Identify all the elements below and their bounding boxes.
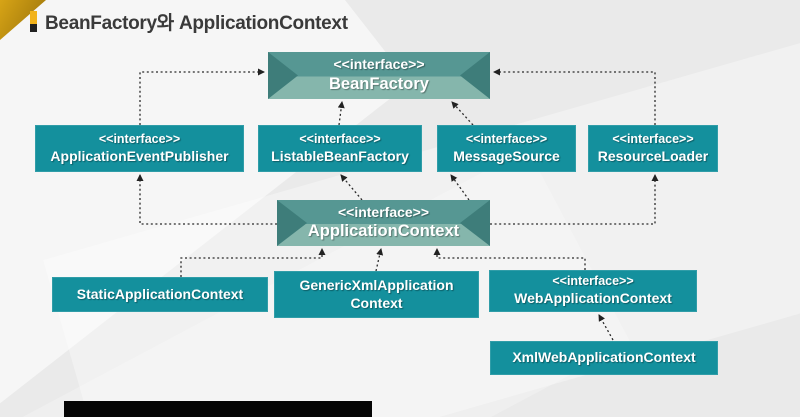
node-label: BeanFactory xyxy=(329,74,429,93)
ribbon-chevron-left xyxy=(277,200,307,246)
node-label: XmlWebApplicationContext xyxy=(512,349,696,366)
node-listable-bean-factory: <<interface>> ListableBeanFactory xyxy=(258,125,422,172)
stereotype-label: <<interface>> xyxy=(337,203,430,220)
edge-resourceloader-beanfactory xyxy=(493,68,656,125)
node-web-application-context: <<interface>> WebApplicationContext xyxy=(489,270,697,312)
slide-title-bar: BeanFactory와 ApplicationContext xyxy=(30,8,348,35)
edge-messagesource-beanfactory xyxy=(451,101,474,126)
node-label: GenericXmlApplication Context xyxy=(299,277,454,311)
node-label: WebApplicationContext xyxy=(514,290,672,307)
stereotype-label: <<interface>> xyxy=(98,131,181,146)
node-application-event-publisher: <<interface>> ApplicationEventPublisher xyxy=(35,125,244,172)
title-bullet-icon xyxy=(30,11,37,32)
stereotype-label: <<interface>> xyxy=(333,56,425,73)
ribbon-chevron-right xyxy=(460,52,490,99)
ribbon-chevron-left xyxy=(268,52,298,99)
edge-applicationcontext-listablebeanfactory xyxy=(340,174,363,201)
stereotype-label: <<interface>> xyxy=(552,274,634,289)
node-generic-xml-application-context: GenericXmlApplication Context xyxy=(274,271,479,318)
node-label: MessageSource xyxy=(453,147,560,164)
edge-webapplicationcontext-applicationcontext xyxy=(433,248,586,270)
stereotype-label: <<interface>> xyxy=(612,131,694,146)
node-label: ResourceLoader xyxy=(597,147,709,164)
edge-genericxmlapplicationcontext-applicationcontext xyxy=(375,248,384,272)
edge-applicationcontext-messagesource xyxy=(450,174,470,201)
slide-title: BeanFactory와 ApplicationContext xyxy=(45,13,348,34)
edge-applicationcontext-applicationeventpublisher xyxy=(136,174,277,225)
node-label: ApplicationEventPublisher xyxy=(50,147,229,164)
node-message-source: <<interface>> MessageSource xyxy=(437,125,576,172)
node-label: StaticApplicationContext xyxy=(76,285,244,302)
node-resource-loader: <<interface>> ResourceLoader xyxy=(588,125,718,172)
edge-applicationeventpublisher-beanfactory xyxy=(139,68,265,125)
node-application-context: <<interface>> ApplicationContext xyxy=(277,200,490,246)
node-label: ApplicationContext xyxy=(307,222,460,241)
node-xml-web-application-context: XmlWebApplicationContext xyxy=(490,341,718,375)
footer-bar xyxy=(64,401,372,417)
node-static-application-context: StaticApplicationContext xyxy=(52,277,268,312)
edge-applicationcontext-resourceloader xyxy=(490,174,659,225)
stereotype-label: <<interface>> xyxy=(465,131,548,146)
node-bean-factory: <<interface>> BeanFactory xyxy=(268,52,490,99)
node-label: ListableBeanFactory xyxy=(271,147,409,164)
edge-listablebeanfactory-beanfactory xyxy=(337,101,345,126)
stereotype-label: <<interface>> xyxy=(299,131,381,146)
ribbon-chevron-right xyxy=(460,200,490,246)
edge-xmlwebapplicationcontext-webapplicationcontext xyxy=(598,314,614,341)
